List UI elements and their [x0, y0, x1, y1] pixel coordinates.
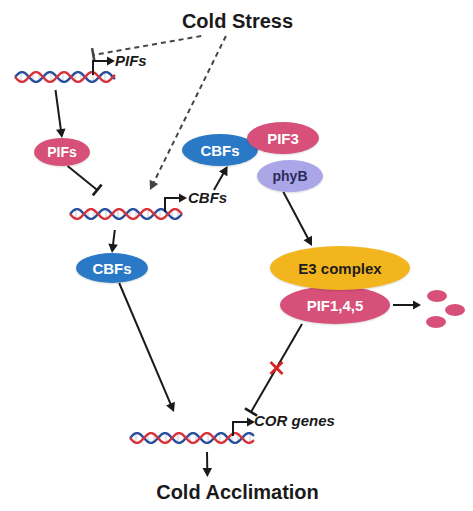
node-label: E3 complex — [298, 260, 381, 277]
inhibition-connector — [68, 166, 102, 195]
inhibition-connector — [245, 324, 302, 416]
activation-connector — [108, 230, 118, 253]
activation-connector — [56, 90, 66, 138]
activation-connector — [283, 192, 312, 246]
gene-cor: COR genes — [130, 412, 350, 452]
node-label: CBFs — [200, 142, 239, 159]
gene-name: COR genes — [254, 412, 335, 429]
node-label: PIF1,4,5 — [307, 297, 364, 314]
node-label: PIFs — [47, 144, 77, 160]
node-label: Cold Acclimation — [156, 481, 319, 504]
node-label: PIF3 — [267, 130, 299, 147]
node-label: CBFs — [92, 260, 131, 277]
gene-pifs: PIFs — [15, 55, 150, 90]
outcome-label: Cold Acclimation — [130, 477, 345, 507]
protein-oval: PIF1,4,5 — [280, 286, 390, 324]
protein-oval: CBFs — [76, 253, 148, 283]
activation-connector — [214, 166, 228, 190]
activation-connector — [202, 452, 212, 477]
protein-oval: PIF3 — [247, 122, 319, 154]
gene-name: PIFs — [115, 52, 147, 69]
node-label: phyB — [273, 168, 308, 184]
protein-oval: PIFs — [34, 138, 90, 166]
gene-name: CBFs — [188, 189, 227, 206]
degraded-fragment — [445, 304, 465, 316]
stimulus-label: Cold Stress — [165, 6, 310, 36]
complex-oval: E3 complex — [270, 246, 410, 290]
degraded-fragment — [427, 290, 447, 302]
activation-connector — [119, 283, 175, 412]
gene-cbfs: CBFs — [70, 190, 230, 230]
activation-connector — [150, 36, 226, 190]
node-label: Cold Stress — [182, 10, 293, 33]
degradation-arrow — [393, 301, 421, 310]
protein-oval: phyB — [257, 160, 323, 192]
degraded-fragment — [426, 316, 446, 328]
